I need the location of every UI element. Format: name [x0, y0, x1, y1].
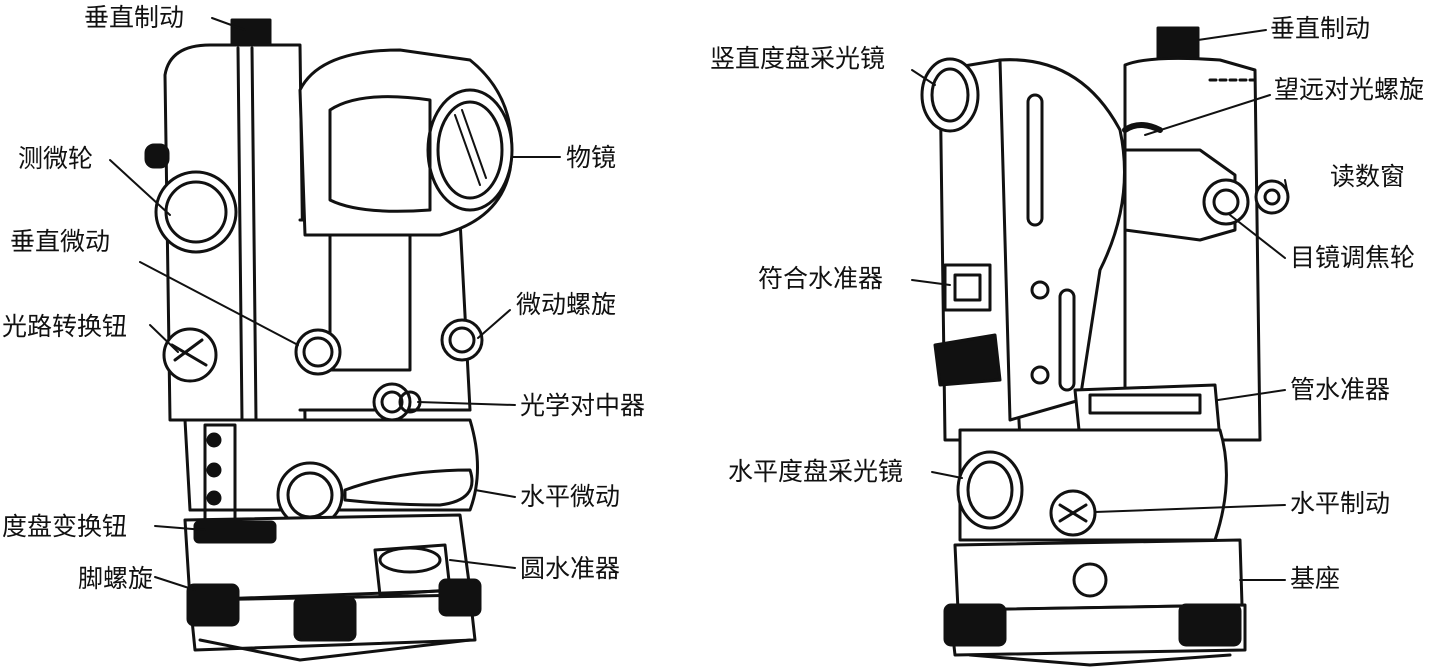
- label-eyepiece-focus: 目镜调焦轮: [1290, 243, 1416, 272]
- label-vertical-clamp-right: 垂直制动: [1270, 14, 1371, 43]
- label-micrometer-wheel: 测微轮: [18, 144, 94, 173]
- label-focusing-screw: 望远对光螺旋: [1274, 75, 1425, 104]
- label-horizontal-tangent: 水平微动: [520, 482, 621, 511]
- label-circle-change-knob: 度盘变换钮: [2, 512, 128, 541]
- left-theodolite-drawing: [144, 18, 514, 662]
- right-theodolite-drawing: [920, 26, 1290, 667]
- label-foot-screw: 脚螺旋: [78, 564, 154, 593]
- leader-lines: [109, 17, 1289, 591]
- label-base: 基座: [1290, 564, 1341, 593]
- label-tangent-screw: 微动螺旋: [516, 290, 617, 319]
- label-coincidence-level: 符合水准器: [758, 264, 884, 293]
- label-vertical-circle-mirror: 竖直度盘采光镜: [710, 44, 886, 73]
- label-light-path-knob: 光路转换钮: [2, 312, 128, 341]
- label-vertical-tangent: 垂直微动: [10, 227, 111, 256]
- label-plate-level: 管水准器: [1290, 375, 1391, 404]
- label-vertical-clamp-left: 垂直制动: [84, 3, 185, 32]
- label-reading-window: 读数窗: [1330, 162, 1406, 191]
- label-optical-plummet: 光学对中器: [520, 391, 646, 420]
- label-horizontal-circle-mirror: 水平度盘采光镜: [728, 457, 904, 486]
- label-horizontal-clamp: 水平制动: [1290, 489, 1391, 518]
- label-circular-level: 圆水准器: [520, 554, 621, 583]
- label-objective: 物镜: [566, 143, 617, 172]
